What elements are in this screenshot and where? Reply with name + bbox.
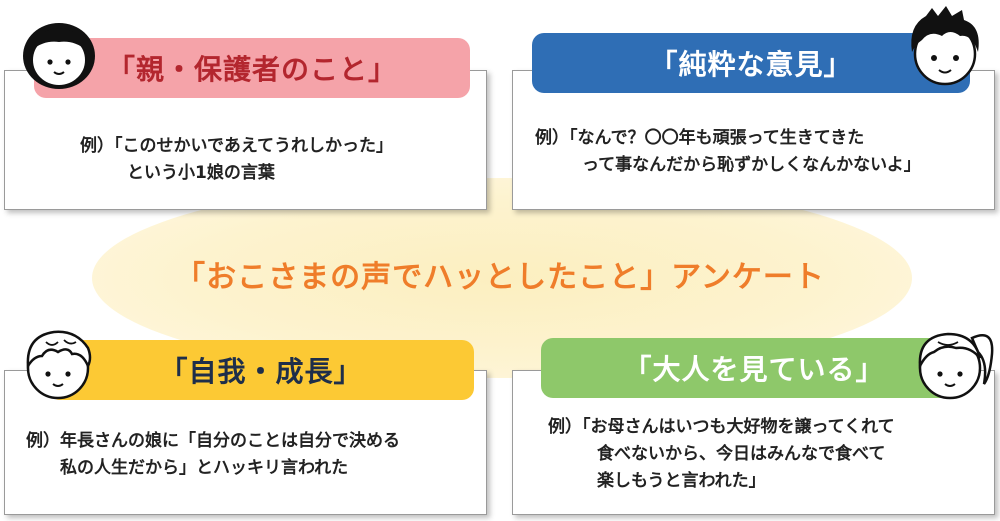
parents-example: 例）「このせかいであえてうれしかった」 という小1娘の言葉	[80, 133, 393, 187]
adults-example: 例）「お母さんはいつも大好物を譲ってくれて 食べないから、今日はみんなで食べて …	[548, 414, 895, 495]
honest-example-line-2: って事なんだから恥ずかしくなんかないよ」	[582, 155, 921, 175]
self-label: 「自我・成長」	[48, 340, 474, 400]
boy-face-icon	[911, 6, 979, 86]
self-example: 例）年長さんの娘に「自分のことは自分で決める 私の人生だから」とハッキリ言われた	[26, 428, 400, 482]
survey-title: 「おこさまの声でハッとしたこと」アンケート	[175, 260, 825, 295]
adults-label: 「大人を見ている」	[541, 338, 967, 398]
self-example-line-2: 私の人生だから」とハッキリ言われた	[60, 458, 349, 478]
ponytail-girl-face-icon	[918, 332, 994, 400]
girl-face-icon	[23, 23, 95, 89]
parents-example-line-2: という小1娘の言葉	[127, 163, 275, 183]
adults-example-line-3: 楽しもうと言われた」	[597, 471, 766, 491]
honest-example-line-1: 例）「なんで？〇〇年も頑張って生きてきた	[535, 128, 865, 148]
honest-box	[512, 70, 995, 210]
adults-example-line-1: 例）「お母さんはいつも大好物を譲ってくれて	[548, 417, 895, 437]
adults-example-line-2: 食べないから、今日はみんなで食べて	[597, 444, 886, 464]
parents-example-line-1: 例）「このせかいであえてうれしかった」	[80, 136, 393, 156]
parents-label: 「親・保護者のこと」	[34, 38, 470, 98]
child-face-icon	[26, 330, 92, 400]
honest-label: 「純粋な意見」	[532, 33, 970, 93]
honest-example: 例）「なんで？〇〇年も頑張って生きてきた って事なんだから恥ずかしくなんかないよ…	[535, 125, 921, 179]
self-example-line-1: 例）年長さんの娘に「自分のことは自分で決める	[26, 431, 400, 451]
